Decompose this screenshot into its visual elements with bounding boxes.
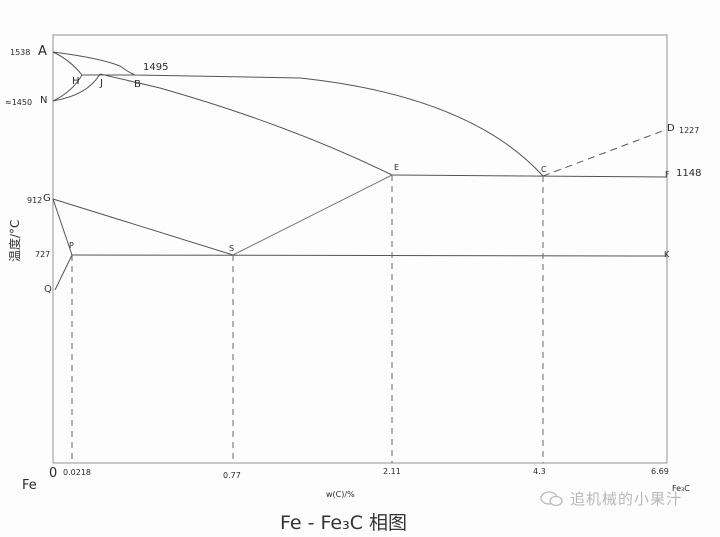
- diagram-title: Fe - Fe₃C 相图: [280, 512, 408, 534]
- point-F-label: F: [665, 170, 670, 179]
- x-tick-0: 0: [49, 466, 58, 481]
- point-H-label: H: [72, 76, 80, 87]
- temp-912-label: 912: [27, 196, 43, 205]
- watermark-text: 追机械的小果汁: [570, 490, 683, 508]
- AH-line: [52, 51, 83, 76]
- NH-line: [52, 74, 83, 102]
- point-A-label: A: [38, 44, 47, 59]
- x-tick-211: 2.11: [383, 467, 401, 476]
- temp-1227-label: 1227: [679, 126, 700, 135]
- point-B-label: B: [134, 79, 141, 90]
- x-axis-label: w(C)/%: [326, 490, 355, 499]
- point-K-label: K: [664, 250, 670, 259]
- x-tick-00218: 0.0218: [63, 468, 91, 477]
- SE-line: [232, 174, 393, 256]
- fe-label: Fe: [22, 478, 37, 493]
- GP-line: [52, 198, 73, 256]
- point-D-label: D: [667, 123, 675, 134]
- eutectic-line-ECF: [391, 174, 668, 178]
- temp-1450-label: ≈1450: [5, 98, 33, 107]
- point-S-label: S: [229, 244, 235, 253]
- point-J-label: J: [100, 78, 103, 89]
- point-P-label: P: [69, 241, 74, 250]
- x-tick-077: 0.77: [223, 471, 241, 480]
- liquidus-AC-line: [52, 51, 544, 177]
- fe3c-label: Fe₃C: [672, 484, 690, 493]
- point-Q-label: Q: [44, 284, 52, 295]
- PQ-line: [54, 254, 73, 291]
- CD-dashed-line: [542, 129, 666, 177]
- temp-727-label: 727: [35, 250, 51, 259]
- NJ-line: [52, 73, 101, 102]
- GS-line: [52, 198, 234, 256]
- wechat-icon: [540, 490, 563, 506]
- temp-1495-label: 1495: [143, 62, 169, 73]
- y-axis-label: 温度/°C: [8, 219, 22, 262]
- point-C-label: C: [541, 165, 547, 174]
- point-G-label: G: [43, 193, 51, 204]
- watermark: 追机械的小果汁: [540, 488, 682, 509]
- diagram-frame: [52, 34, 668, 464]
- eutectoid-line-PSK: [71, 254, 668, 257]
- temp-1148-label: 1148: [676, 168, 702, 179]
- JE-line: [99, 73, 393, 176]
- temp-1538-label: 1538: [10, 48, 31, 57]
- x-tick-669: 6.69: [651, 467, 669, 476]
- point-E-label: E: [394, 163, 400, 172]
- point-N-label: N: [40, 95, 48, 106]
- x-tick-43: 4.3: [533, 467, 546, 476]
